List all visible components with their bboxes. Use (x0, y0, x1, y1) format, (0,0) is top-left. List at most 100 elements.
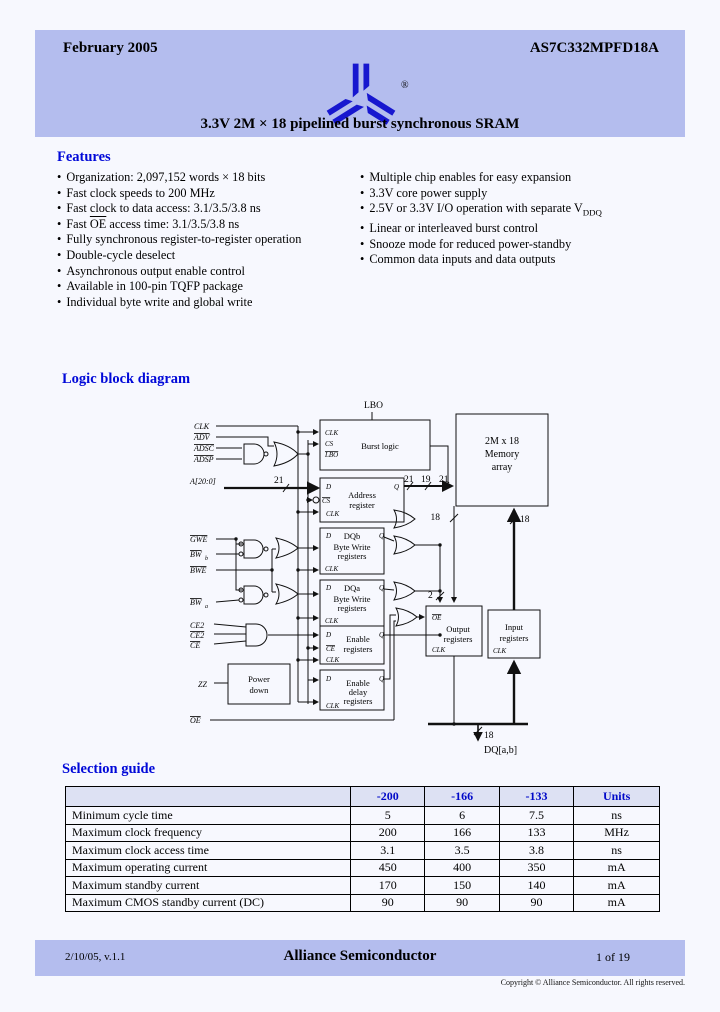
row-label: Maximum CMOS standby current (DC) (65, 893, 351, 912)
feature-item: •Asynchronous output enable control (57, 263, 245, 278)
output-registers-title: Output (446, 624, 470, 634)
burst-logic-title: Burst logic (361, 441, 399, 451)
feature-item: •Individual byte write and global write (57, 294, 253, 309)
bullet-glyph: • (57, 279, 62, 294)
bwa-sub: a (205, 604, 208, 610)
oe-label: OE (190, 716, 201, 725)
features-right: •Multiple chip enables for easy expansio… (360, 170, 677, 310)
bus-width-18-dq: 18 (484, 731, 494, 741)
cell: ns (573, 841, 660, 860)
address-bus-label: A[20:0] (189, 477, 216, 486)
dqb-d-pin: D (325, 532, 331, 540)
bullet-glyph: • (57, 232, 62, 247)
registered-mark: ® (401, 80, 409, 91)
dqb-title-3: registers (338, 551, 367, 561)
footer-revision: 2/10/05, v.1.1 (65, 951, 126, 963)
power-down-title: Power (248, 674, 270, 684)
enable-delay-title: Enable (346, 678, 370, 688)
cell: 450 (349, 858, 426, 877)
features-heading: Features (57, 149, 111, 165)
row-label: Maximum clock access time (65, 841, 351, 860)
cell: ns (573, 806, 660, 825)
q-pin: Q (394, 483, 399, 491)
bullet-glyph: • (360, 236, 365, 251)
feature-item: •3.3V core power supply (360, 185, 488, 200)
footer-band: 2/10/05, v.1.1 Alliance Semiconductor 1 … (35, 940, 685, 976)
bullet-glyph: • (57, 263, 62, 278)
feature-item: •Double-cycle deselect (57, 247, 176, 262)
bus-width-21: 21 (274, 476, 284, 486)
cell: mA (573, 858, 660, 877)
cell: mA (573, 893, 660, 912)
feature-item: •Linear or interleaved burst control (360, 221, 538, 236)
cell: 90 (498, 893, 575, 912)
part-number: AS7C332MPFD18A (529, 40, 659, 56)
copyright-notice: Copyright © Alliance Semiconductor. All … (500, 978, 685, 987)
bullet-glyph: • (57, 170, 62, 184)
bus-width-21b: 21 (404, 475, 414, 485)
clk-label: CLK (194, 422, 210, 431)
en-ce-pin: CE (326, 645, 336, 653)
output-registers-title-2: registers (444, 634, 473, 644)
features-section: •Organization: 2,097,152 words × 18 bits… (57, 170, 677, 310)
enable-register-title-2: registers (344, 644, 373, 654)
dqa-clk-pin: CLK (325, 617, 339, 625)
bwb-sub: b (205, 556, 208, 562)
row-label: Maximum standby current (65, 876, 351, 895)
cell: mA (573, 876, 660, 895)
adv-label: ADV (193, 433, 211, 442)
cs-pin: CS (322, 497, 331, 505)
ce2b-label: CE2 (190, 631, 204, 640)
column-header: Units (573, 786, 660, 807)
column-header: -133 (498, 786, 575, 807)
bullet-glyph: • (57, 185, 62, 200)
burst-cs-pin: CS (325, 440, 334, 448)
bwb-label: BW (190, 550, 203, 559)
dqb-title-2: Byte Write (333, 542, 370, 552)
bwe-label: BWE (190, 566, 207, 575)
zz-label: ZZ (198, 680, 207, 689)
memory-array-title: 2M x 18 (485, 436, 519, 447)
bullet-glyph: • (57, 216, 62, 231)
gwe-label: GWE (190, 535, 207, 544)
selection-guide-heading: Selection guide (62, 761, 156, 777)
header-band: February 2005 AS7C332MPFD18A ® 3.3V 2M ×… (35, 30, 685, 137)
outreg-clk-pin: CLK (432, 646, 446, 654)
bwa-label: BW (190, 598, 203, 607)
bus-width-2: 2 (428, 591, 433, 601)
column-header: -166 (424, 786, 500, 807)
outreg-oe-pin: OE (432, 614, 442, 622)
feature-item: •Snooze mode for reduced power-standby (360, 236, 572, 251)
dqa-q-pin: Q (379, 584, 384, 592)
en-q-pin: Q (379, 631, 384, 639)
alliance-logo-icon (326, 63, 396, 125)
memory-array-title-2: Memory (485, 449, 519, 460)
bullet-glyph: • (360, 201, 365, 216)
cell: 7.5 (498, 806, 575, 825)
cell: 140 (498, 876, 575, 895)
burst-lbo-pin: LBO (324, 451, 338, 459)
dqa-title-2: Byte Write (333, 594, 370, 604)
bullet-glyph: • (57, 294, 62, 309)
feature-item: •Available in 100-pin TQFP package (57, 279, 243, 294)
feature-item: •Fast clock speeds to 200 MHz (57, 185, 215, 200)
en-d-pin: D (325, 631, 331, 639)
feature-item: •2.5V or 3.3V I/O operation with separat… (360, 201, 602, 218)
cell: 170 (349, 876, 426, 895)
input-registers-title: Input (505, 622, 524, 632)
bus-width-18-read: 18 (431, 513, 441, 523)
enable-delay-title-2: delay (349, 687, 368, 697)
header-date: February 2005 (63, 40, 158, 56)
cell: 350 (498, 858, 575, 877)
cell: 133 (498, 823, 575, 842)
cell: 3.5 (424, 841, 500, 860)
cell: 3.1 (349, 841, 426, 860)
feature-item: •Fast OE access time: 3.1/3.5/3.8 ns (57, 216, 240, 231)
